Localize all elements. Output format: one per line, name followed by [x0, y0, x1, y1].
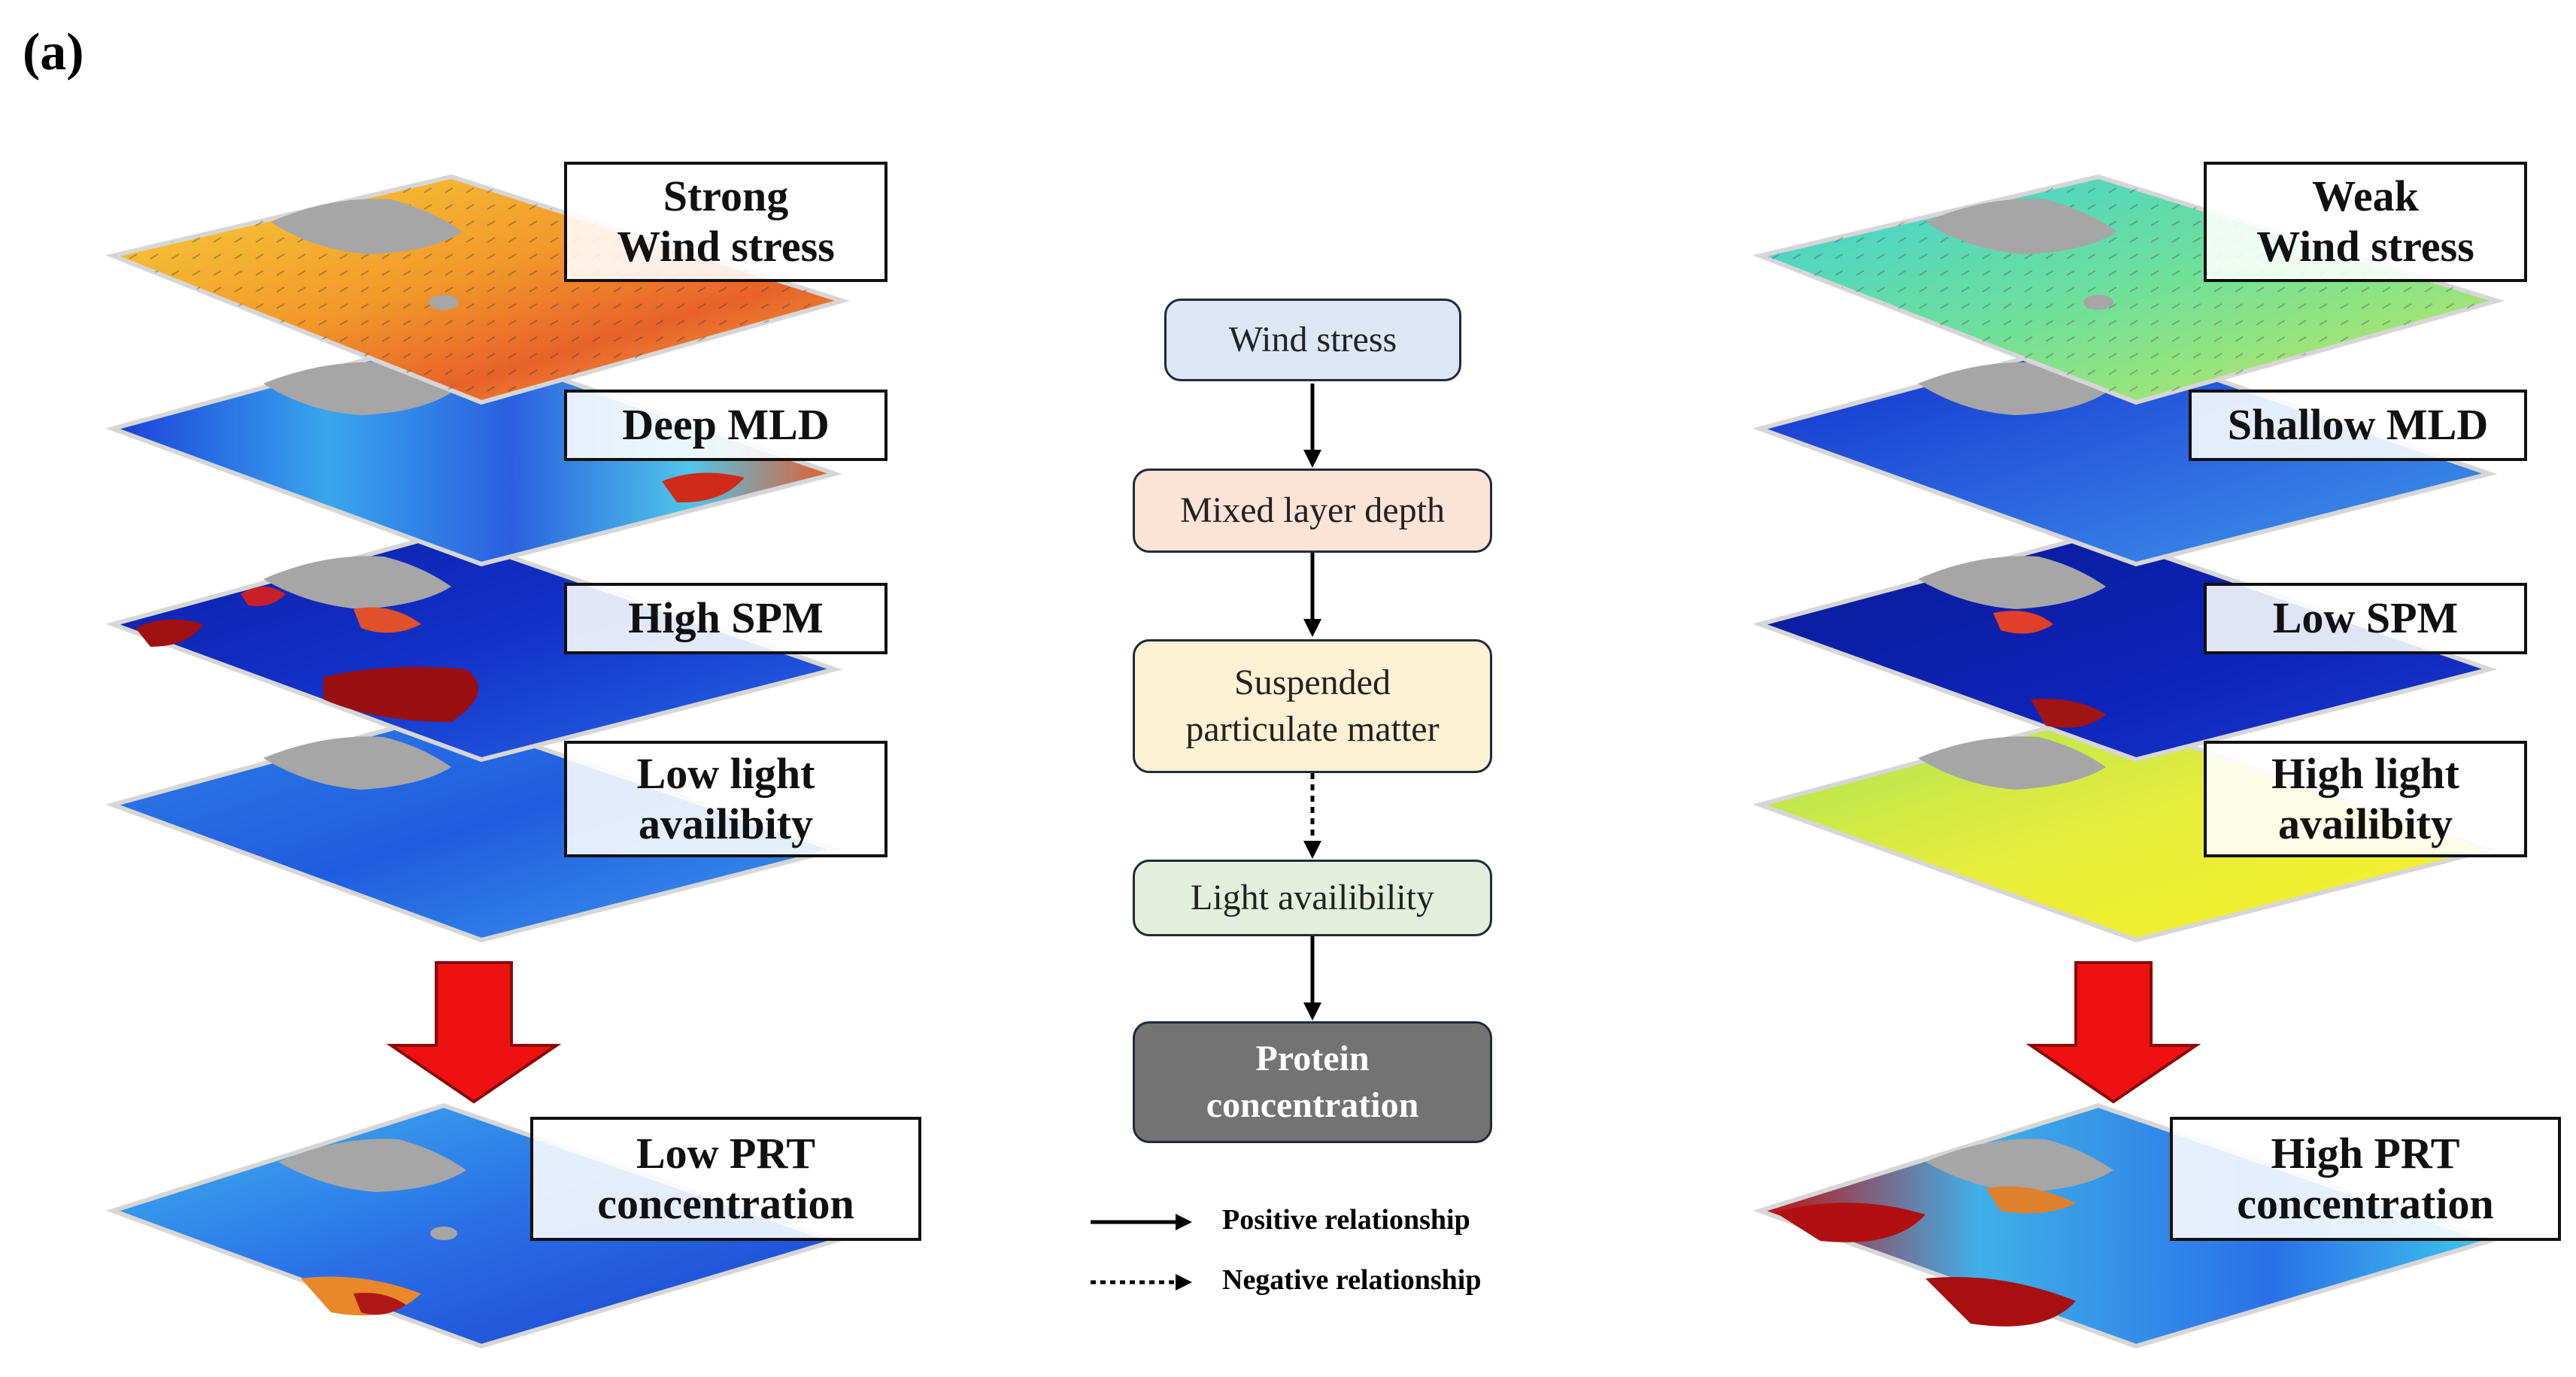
- flow-arrows: [1303, 384, 1321, 1021]
- legend-arrows: [1091, 1214, 1192, 1291]
- flow-node-light-availibility: Light availibility: [1133, 860, 1492, 936]
- left-prt-map: [105, 1103, 842, 1349]
- right-prt-map: [1752, 1103, 2497, 1349]
- left-wind-map: [105, 174, 851, 405]
- flow-node-wind-stress: Wind stress: [1164, 299, 1461, 381]
- legend-positive-label: Positive relationship: [1222, 1204, 1470, 1236]
- right-spm-label: Low SPM: [2204, 583, 2527, 654]
- legend-negative-label: Negative relationship: [1222, 1264, 1482, 1296]
- right-light-map: [1752, 711, 2498, 943]
- flow-node-mixed-layer-depth: Mixed layer depth: [1133, 469, 1492, 553]
- left-mld-label: Deep MLD: [564, 390, 887, 461]
- left-mld-map: [105, 335, 843, 567]
- panel-label: (a): [23, 23, 84, 81]
- left-light-map: [105, 711, 843, 943]
- right-mld-map: [1752, 335, 2498, 567]
- right-big-arrow: [2025, 961, 2201, 1104]
- left-spm-label: High SPM: [564, 583, 887, 654]
- left-big-arrow: [386, 961, 562, 1104]
- right-wind-map: [1752, 174, 2505, 405]
- left-spm-map: [105, 531, 843, 763]
- right-spm-map: [1752, 531, 2498, 763]
- right-mld-label: Shallow MLD: [2189, 390, 2527, 461]
